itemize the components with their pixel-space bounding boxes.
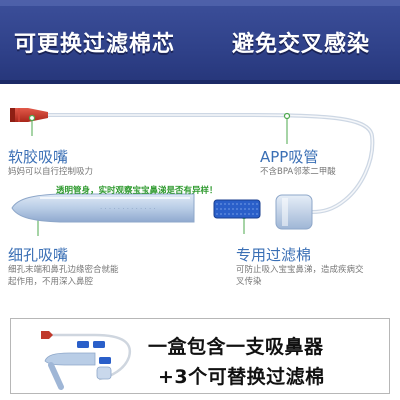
product-illustration: · · · · · · · · · · · · · 软胶吸嘴 妈妈可以自行控制吸… <box>0 84 400 302</box>
app-tube-title: APP吸管 <box>260 148 319 166</box>
tube-pointer <box>283 112 291 144</box>
top-banner: 可更换过滤棉芯 避免交叉感染 <box>0 0 400 84</box>
package-thumbnail-icon <box>41 331 132 390</box>
package-line-2: +3个可替换过滤棉 <box>158 366 325 388</box>
package-line-1: 一盒包含一支吸鼻器 <box>148 336 324 358</box>
svg-text:· · · · · · · · · · · · ·: · · · · · · · · · · · · · <box>100 205 156 213</box>
app-tube-desc: 不含BPA邻苯二甲酸 <box>260 167 336 177</box>
fine-tip-title: 细孔吸嘴 <box>8 246 69 264</box>
banner-left-text: 可更换过滤棉芯 <box>14 32 176 57</box>
aspirator-cap <box>275 194 313 230</box>
filter-desc: 可防止吸入宝宝鼻涕，造成疾病交叉传染 <box>236 265 364 287</box>
transparent-tube-note: 透明管身，实时观察宝宝鼻涕是否有异样！ <box>56 186 218 196</box>
banner-shadow <box>0 80 400 84</box>
aspirator-drawing: · · · · · · · · · · · · · <box>10 108 375 236</box>
banner-right-text: 避免交叉感染 <box>232 32 371 57</box>
package-contents-box <box>10 318 390 394</box>
filter-cotton-icon <box>213 199 261 219</box>
soft-tip-title: 软胶吸嘴 <box>8 148 69 166</box>
soft-tip-desc: 妈妈可以自行控制吸力 <box>8 167 94 177</box>
fine-tip-desc: 细孔末端和鼻孔边缘密合就能起作用，不用深入鼻腔 <box>8 265 119 287</box>
filter-title: 专用过滤棉 <box>236 246 312 264</box>
aspirator-body: · · · · · · · · · · · · · <box>11 193 195 223</box>
banner-highlight <box>0 0 400 6</box>
soft-tip-pointer <box>28 114 36 136</box>
soft-tip-icon <box>10 108 48 122</box>
